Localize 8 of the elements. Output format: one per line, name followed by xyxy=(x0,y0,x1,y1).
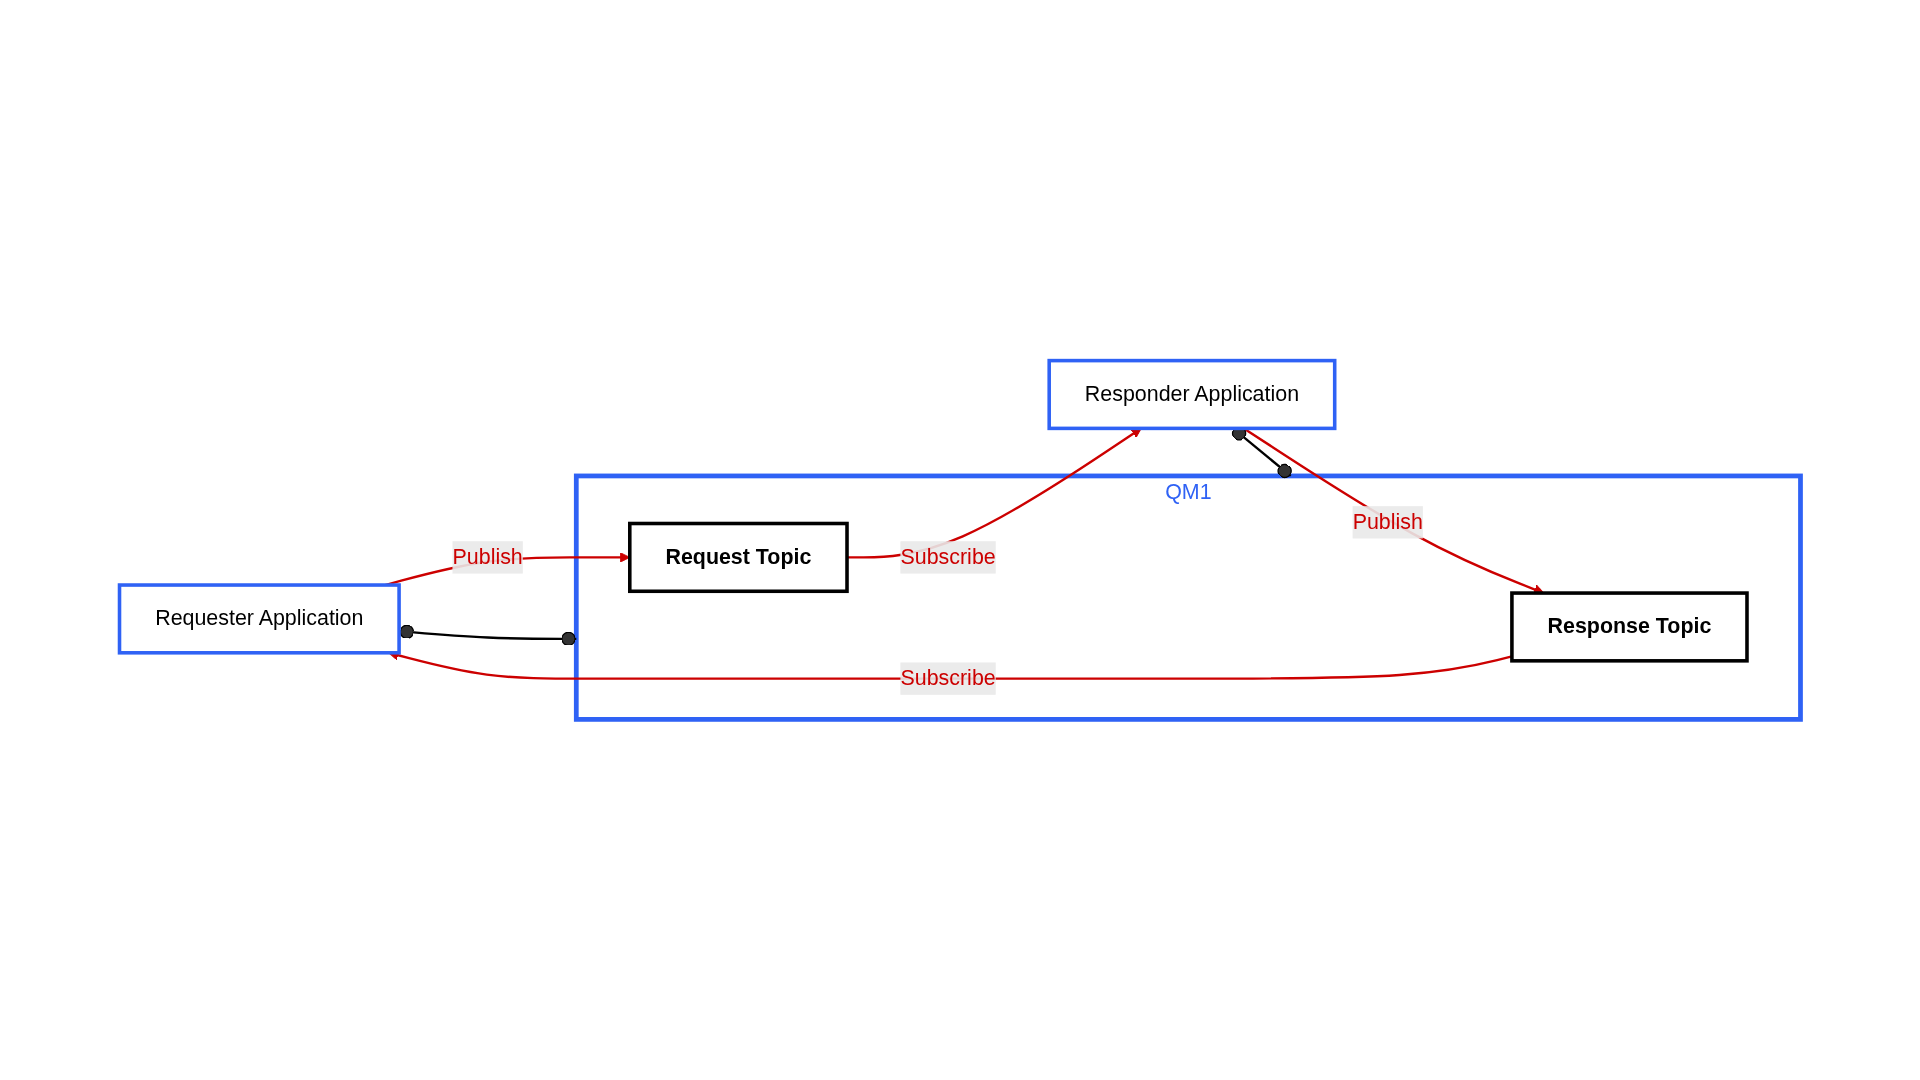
edge-label: Publish xyxy=(452,544,523,569)
node-box: Response Topic xyxy=(1510,591,1749,663)
edge-label: Subscribe xyxy=(900,544,996,569)
edge-label: Subscribe xyxy=(900,666,996,690)
node-box: Request Topic xyxy=(628,521,849,594)
edge-label: Publish xyxy=(1352,509,1423,534)
node-box: Requester Application xyxy=(117,583,401,655)
node-box: Responder Application xyxy=(1047,358,1337,431)
